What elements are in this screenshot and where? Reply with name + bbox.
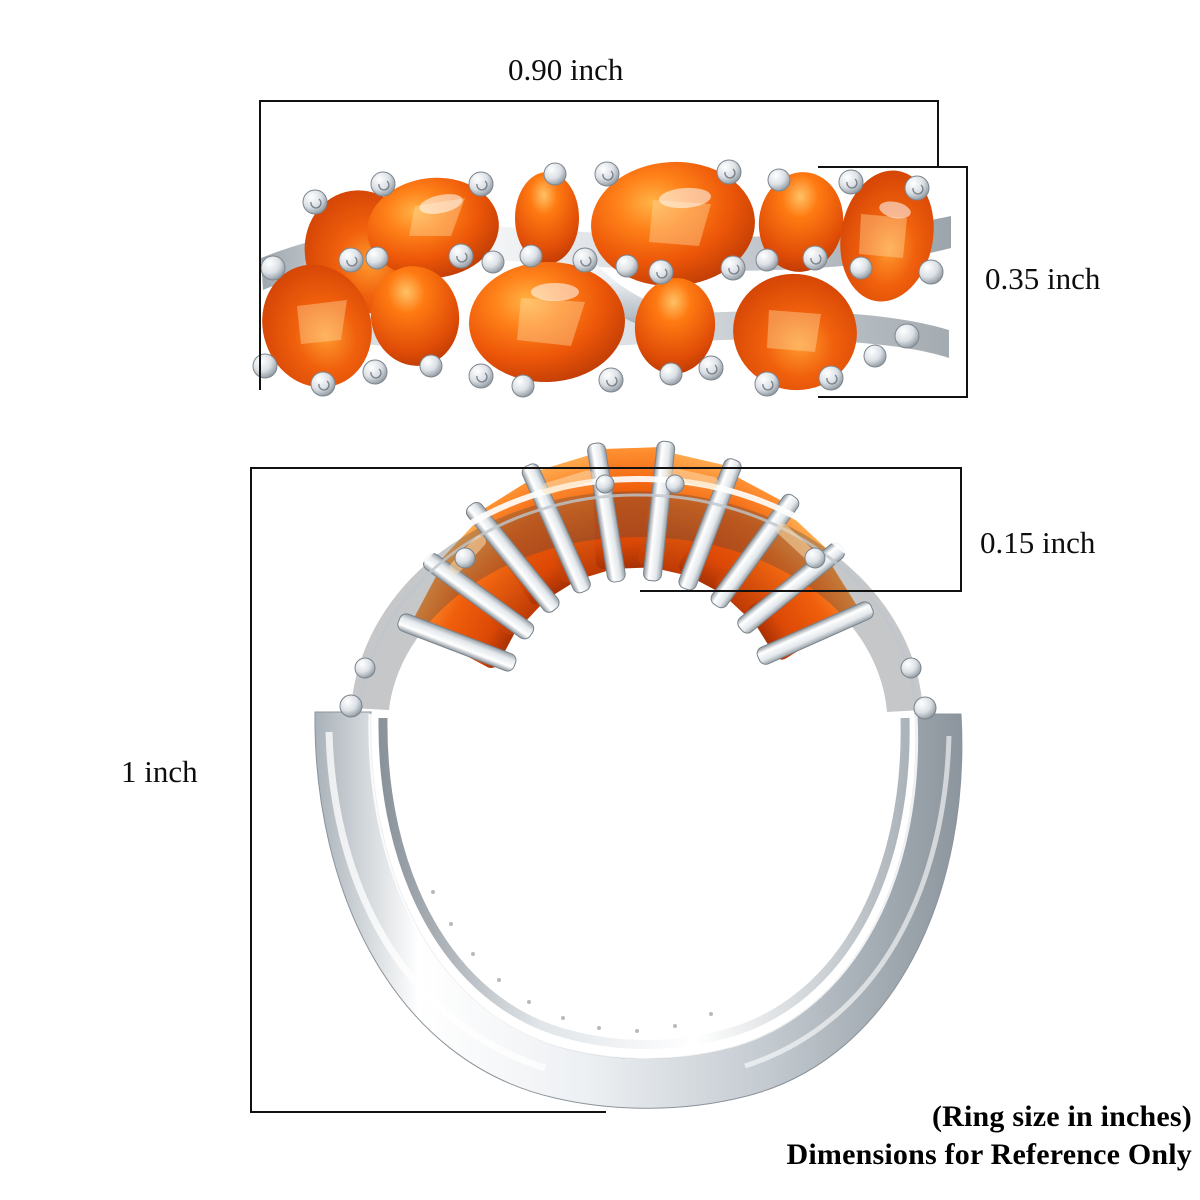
- height-line-top: [818, 166, 968, 168]
- gem: [634, 278, 716, 374]
- caption-line-2: Dimensions for Reference Only: [786, 1138, 1192, 1172]
- side-view-tip-prongs: [339, 474, 937, 720]
- diameter-label: 1 inch: [121, 754, 198, 789]
- side-view-ring: [255, 440, 963, 1117]
- gem: [262, 264, 372, 388]
- top-view-ring: [252, 140, 955, 400]
- width-line-top: [259, 100, 939, 102]
- gem: [758, 172, 844, 272]
- diameter-line-left: [250, 467, 252, 1113]
- side-view-shank: [314, 711, 963, 1109]
- height-line-bottom: [818, 396, 968, 398]
- top-view-gem-highlights: [419, 187, 911, 301]
- gem: [469, 261, 625, 383]
- gem: [733, 273, 857, 391]
- top-view-prong-inner: [310, 168, 924, 391]
- thickness-line-right: [960, 467, 962, 592]
- reference-caption: (Ring size in inches) Dimensions for Ref…: [787, 1098, 1192, 1175]
- gem: [412, 572, 522, 669]
- gem: [370, 266, 460, 366]
- thickness-label: 0.15 inch: [980, 525, 1096, 560]
- side-view-crown: [339, 440, 937, 720]
- gem: [591, 161, 755, 287]
- width-tick-left: [259, 100, 261, 390]
- top-view-prongs: [252, 159, 944, 398]
- top-view-gem-row-back: [304, 161, 934, 314]
- height-line-right: [966, 166, 968, 398]
- thickness-line-top: [252, 467, 962, 469]
- width-tick-right: [937, 100, 939, 168]
- gem: [515, 172, 579, 264]
- thickness-line-bottom: [640, 590, 962, 592]
- top-view-gem-row-front: [262, 261, 857, 391]
- diameter-line-bottom: [250, 1111, 606, 1113]
- width-label: 0.90 inch: [508, 52, 624, 87]
- gem: [748, 560, 858, 660]
- height-label: 0.35 inch: [985, 261, 1101, 296]
- gem: [679, 475, 784, 598]
- caption-line-1: (Ring size in inches): [931, 1100, 1192, 1133]
